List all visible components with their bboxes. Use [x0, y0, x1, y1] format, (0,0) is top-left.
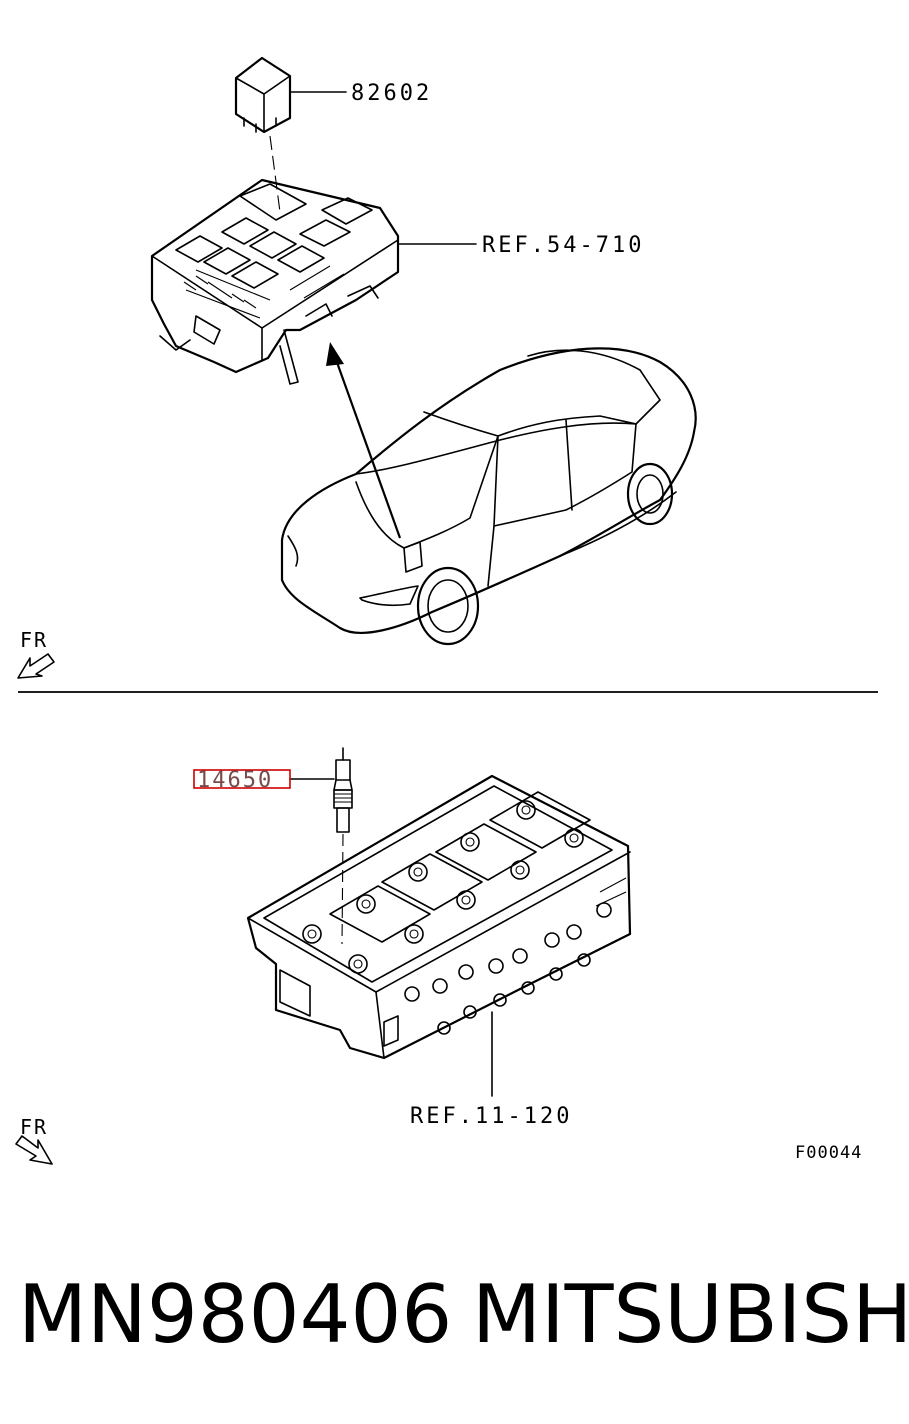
fr-direction-marker-top — [17, 653, 55, 679]
part-number-title: MN980406 — [18, 1268, 452, 1361]
fuse-box-ref-label: REF.54-710 — [482, 233, 644, 258]
cylinder-head-ref-label: REF.11-120 — [410, 1104, 572, 1129]
glow-plug-part — [333, 747, 353, 833]
relay-dashed-guide — [269, 135, 281, 213]
figure-code-label: F00044 — [795, 1143, 862, 1163]
cylinder-head-part — [246, 774, 632, 1060]
relay-callout-label: 82602 — [351, 81, 432, 106]
car-outline — [280, 347, 697, 646]
fr-direction-marker-bottom — [15, 1135, 53, 1165]
fr-label-bottom: FR — [20, 1115, 48, 1139]
fuse-box-part — [150, 178, 400, 385]
glow-plug-dashed-guide — [341, 833, 344, 945]
install-arrow-shaft — [332, 353, 402, 539]
install-arrow-head — [326, 342, 344, 366]
fr-label-top: FR — [20, 628, 48, 652]
glow-plug-highlight-box — [193, 769, 291, 789]
relay-part — [234, 56, 292, 134]
brand-title: MITSUBISHI — [472, 1268, 909, 1361]
glow-plug-callout-label: 14650 — [197, 768, 273, 793]
